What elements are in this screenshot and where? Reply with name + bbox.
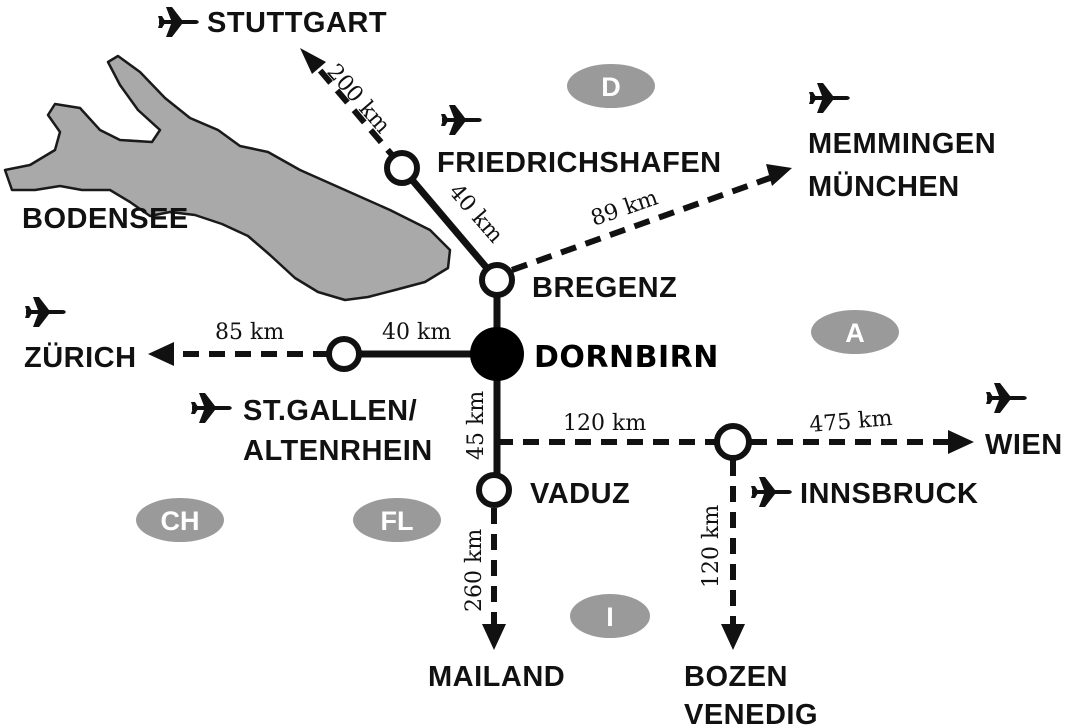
- city-label-stgallen: ST.GALLEN/: [243, 395, 417, 427]
- city-label-bregenz: BREGENZ: [532, 272, 677, 304]
- distance-label-bozen: 120 km: [699, 505, 724, 588]
- node-stgallen: [326, 336, 362, 372]
- city-label-memmingen: MEMMINGEN: [808, 128, 996, 160]
- city-label-zurich: ZÜRICH: [24, 341, 137, 374]
- airplane-icon: [158, 7, 199, 37]
- distance-label-stuttgart: 200 km: [321, 60, 395, 139]
- city-label-altenrhein: ALTENRHEIN: [243, 435, 433, 467]
- country-label-austria: A: [845, 318, 865, 348]
- arrow-mailand: [482, 624, 506, 650]
- distance-label-zurich: 85 km: [215, 320, 284, 345]
- node-bregenz: [479, 262, 515, 298]
- city-label-vaduz: VADUZ: [530, 478, 630, 510]
- city-label-bozen: BOZEN: [684, 661, 788, 693]
- distance-label-mailand: 260 km: [462, 529, 487, 612]
- arrow-wien: [948, 430, 974, 454]
- distance-label-stgallen: 40 km: [382, 320, 451, 345]
- city-label-wien: WIEN: [985, 429, 1063, 461]
- arrow-memmingen: [766, 164, 792, 186]
- lake-label: BODENSEE: [22, 203, 189, 235]
- arrow-stuttgart: [300, 48, 326, 74]
- node-vaduz: [476, 472, 512, 508]
- lake-bodensee: [3, 54, 452, 302]
- city-label-stuttgart: STUTTGART: [207, 7, 387, 39]
- distance-label-memmingen: 89 km: [588, 185, 662, 231]
- arrow-bozen: [721, 624, 745, 650]
- distance-label-innsbruck: 120 km: [563, 411, 646, 436]
- route-stuttgart: [315, 66, 401, 164]
- node-friedrichshafen: [384, 150, 420, 186]
- country-badge-italy: [570, 594, 650, 638]
- airplane-icon: [986, 383, 1027, 413]
- airplane-icon: [809, 83, 850, 113]
- node-dornbirn: [470, 327, 524, 381]
- distance-label-friedrichshafen: 40 km: [443, 180, 507, 249]
- airplane-icon: [191, 393, 232, 423]
- city-label-muenchen: MÜNCHEN: [808, 170, 960, 203]
- city-label-venedig: VENEDIG: [684, 699, 818, 727]
- city-label-dornbirn: DORNBIRN: [534, 340, 719, 375]
- city-label-friedrichshafen: FRIEDRICHSHAFEN: [437, 147, 722, 179]
- country-badge-germany: [567, 64, 655, 108]
- airplane-icon: [441, 105, 482, 135]
- distance-label-vaduz: 45 km: [464, 391, 489, 460]
- country-label-italy: I: [606, 602, 614, 632]
- airplane-icon: [25, 297, 66, 327]
- city-label-mailand: MAILAND: [428, 661, 565, 693]
- route-bregenz-friedrichshafen: [399, 165, 500, 283]
- arrow-zurich: [148, 342, 174, 366]
- country-badge-liechtenstein: [353, 498, 441, 542]
- country-badge-austria: [811, 310, 899, 354]
- distance-label-wien: 475 km: [808, 406, 893, 438]
- route-memmingen: [510, 175, 772, 273]
- node-innsbruck: [714, 423, 752, 461]
- city-label-innsbruck: INNSBRUCK: [800, 478, 979, 510]
- country-label-switzerland: CH: [161, 506, 200, 536]
- country-badge-switzerland: [136, 498, 224, 542]
- airplane-icon: [751, 477, 792, 507]
- country-label-germany: D: [601, 72, 621, 102]
- country-label-liechtenstein: FL: [381, 506, 414, 536]
